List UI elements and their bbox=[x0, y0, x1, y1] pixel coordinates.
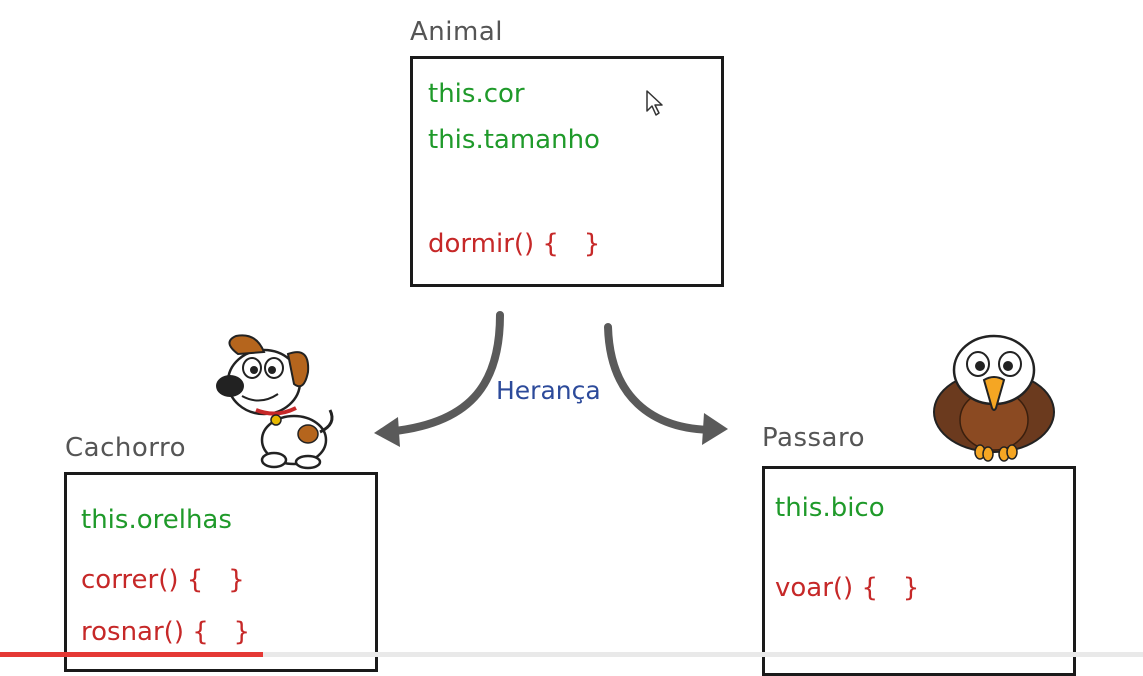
animal-attribute-tamanho: this.tamanho bbox=[428, 125, 600, 155]
class-name-cachorro: Cachorro bbox=[65, 433, 187, 463]
arrow-to-passaro bbox=[604, 323, 719, 434]
arrow-to-cachorro bbox=[381, 311, 504, 436]
video-progress-fill[interactable] bbox=[0, 652, 263, 657]
relation-label: Herança bbox=[496, 376, 601, 405]
eagle-illustration bbox=[933, 334, 1055, 462]
video-progress-track[interactable] bbox=[0, 652, 1143, 657]
cachorro-attribute-orelhas: this.orelhas bbox=[81, 505, 232, 535]
class-name-animal: Animal bbox=[410, 17, 503, 47]
class-box-cachorro: this.orelhas correr() { } rosnar() { } bbox=[64, 472, 378, 672]
passaro-method-voar: voar() { } bbox=[775, 573, 920, 603]
cachorro-method-correr: correr() { } bbox=[81, 565, 245, 595]
inheritance-arrows bbox=[374, 311, 728, 447]
class-name-passaro: Passaro bbox=[762, 423, 865, 453]
arrowhead-right-icon bbox=[702, 413, 728, 445]
cachorro-method-rosnar: rosnar() { } bbox=[81, 617, 251, 647]
class-box-passaro: this.bico voar() { } bbox=[762, 466, 1076, 676]
passaro-attribute-bico: this.bico bbox=[775, 493, 885, 523]
animal-attribute-cor: this.cor bbox=[428, 79, 525, 109]
animal-method-dormir: dormir() { } bbox=[428, 229, 601, 259]
arrowhead-left-icon bbox=[374, 417, 400, 447]
mouse-cursor-icon bbox=[646, 90, 663, 116]
class-box-animal: this.cor this.tamanho dormir() { } bbox=[410, 56, 724, 287]
dog-illustration bbox=[216, 334, 334, 470]
